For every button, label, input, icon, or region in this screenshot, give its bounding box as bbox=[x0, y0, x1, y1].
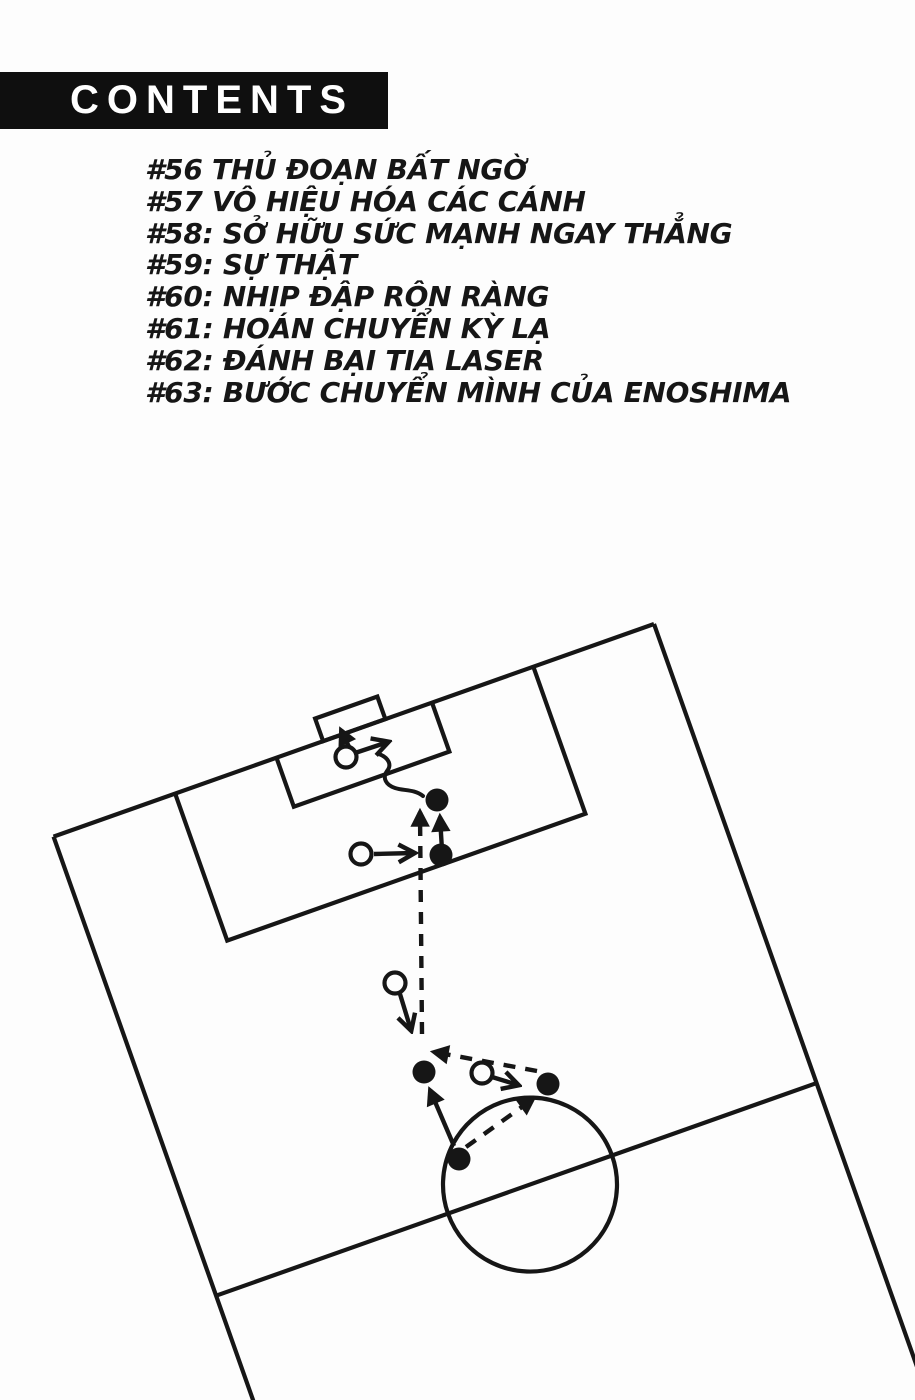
penalty-box bbox=[173, 666, 589, 944]
player-black-dot bbox=[536, 1072, 560, 1096]
toc-item-57: #57 VÔ HIỆU HÓA CÁC CÁNH bbox=[145, 184, 586, 218]
right-sideline bbox=[652, 623, 915, 1400]
defender-move-2-arrow bbox=[400, 993, 411, 1030]
toc-item-58: #58: SỞ HỮU SỨC MẠNH NGAY THẲNG bbox=[145, 216, 733, 250]
contents-header-bar: CONTENTS bbox=[0, 72, 388, 129]
center-circle bbox=[440, 1095, 620, 1274]
players bbox=[333, 744, 560, 1171]
player-black-dot bbox=[447, 1147, 471, 1171]
toc-item-56: #56 THỦ ĐOẠN BẤT NGỜ bbox=[145, 153, 527, 186]
player-white-dot bbox=[382, 970, 408, 996]
support-run-arrow bbox=[426, 1086, 457, 1147]
defender-move-3-arrow bbox=[491, 1077, 518, 1085]
long-pass-arrow bbox=[410, 807, 430, 1035]
left-sideline bbox=[51, 835, 432, 1400]
player-black-dot bbox=[429, 843, 453, 867]
player-black-dot bbox=[412, 1060, 436, 1084]
dribble-arrow bbox=[377, 752, 425, 798]
toc-list: #56 THỦ ĐOẠN BẤT NGỜ #57 VÔ HIỆU HÓA CÁC… bbox=[145, 154, 791, 408]
goal bbox=[312, 693, 389, 744]
goal-box bbox=[274, 701, 453, 810]
player-white-dot bbox=[469, 1060, 495, 1086]
toc-item-62: #62: ĐÁNH BẠI TIA LASER bbox=[145, 343, 544, 377]
defender-move-1-arrow bbox=[373, 853, 414, 854]
keeper-move-arrow bbox=[351, 742, 388, 754]
player-white-dot bbox=[348, 841, 374, 867]
toc-item-60: #60: NHỊP ĐẬP RỘN RÀNG bbox=[145, 280, 550, 314]
player-white-dot bbox=[333, 744, 359, 770]
player-black-dot bbox=[425, 788, 449, 812]
through-pass-arrow bbox=[464, 1096, 537, 1149]
toc-item-63: #63: BƯỚC CHUYỂN MÌNH CỦA ENOSHIMA bbox=[145, 375, 792, 409]
toc-item-61: #61: HOÁN CHUYỂN KỲ LẠ bbox=[145, 311, 551, 345]
pitch bbox=[51, 622, 915, 1400]
toc-item-59: #59: SỰ THẬT bbox=[145, 248, 357, 282]
page-title: CONTENTS bbox=[70, 78, 354, 122]
halfway-line bbox=[215, 1081, 818, 1298]
